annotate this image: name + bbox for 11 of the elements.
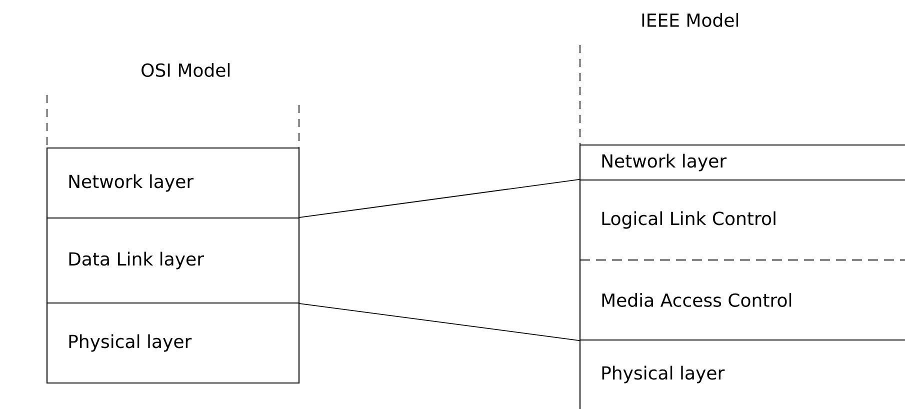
layer-box: Data Link layer bbox=[46, 217, 300, 304]
layer-box: Network layer bbox=[46, 147, 300, 219]
layer-box: Physical layer bbox=[46, 302, 300, 384]
layer-box: Physical layer bbox=[579, 339, 905, 409]
layer-box: Logical Link Control bbox=[579, 179, 905, 260]
mapping-line bbox=[299, 303, 580, 341]
layer-box: Network layer bbox=[579, 144, 905, 180]
model-title: OSI Model bbox=[142, 63, 230, 77]
mapping-line bbox=[299, 179, 580, 218]
model-title: IEEE Model bbox=[642, 13, 738, 27]
layer-box: Media Access Control bbox=[579, 259, 905, 340]
